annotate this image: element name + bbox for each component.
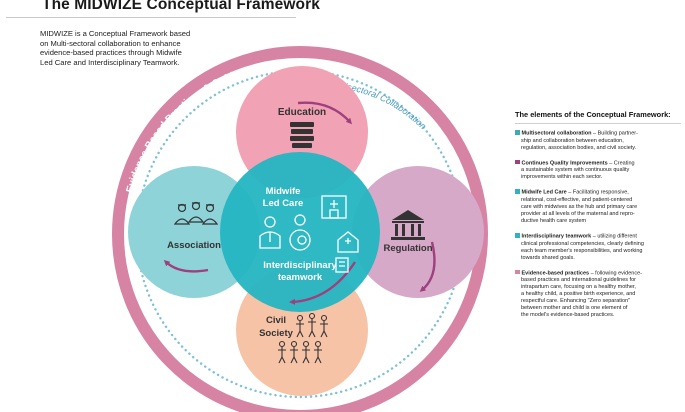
element-text: intrapartum care, focusing on a healthy …: [521, 284, 636, 291]
element-text: – Building partner-: [591, 130, 638, 137]
element-head: Multisectoral collaboration: [521, 130, 592, 137]
nurse-group-icon: [173, 201, 219, 225]
element-text: regulation, association bodies, and civi…: [521, 144, 637, 151]
bullet-square-icon: [515, 269, 520, 275]
element-item-quality: Continues Quality Improvements – Creatin…: [515, 159, 683, 182]
sidebar-title: The elements of the Conceptual Framework…: [515, 110, 671, 119]
family-icon: [278, 312, 328, 364]
element-text: – following evidence-: [589, 270, 642, 277]
arrow-top: [297, 101, 353, 125]
arrow-left: [163, 259, 209, 273]
element-text: based practices and international guidel…: [521, 277, 636, 284]
element-text: improvements within each sector.: [521, 174, 603, 181]
doctor-icon: [259, 216, 281, 249]
bullet-square-icon: [515, 233, 520, 238]
element-text: ship and collaboration between education…: [521, 137, 624, 144]
pillar-building-icon: [391, 210, 425, 240]
intro-line: evidence-based practices through Midwife: [40, 48, 182, 58]
sidebar-divider: [515, 123, 681, 124]
element-text: – Creating: [607, 160, 635, 167]
element-item-evidence: Evidence-based practices – following evi…: [515, 269, 683, 320]
element-text: respectful care. Enhancing "Zero separat…: [521, 298, 631, 305]
element-head: Continues Quality Improvements: [521, 160, 608, 167]
arrow-right: [419, 241, 436, 292]
element-head: Midwife Led Care: [521, 189, 567, 196]
center-circle: [220, 152, 380, 312]
framework-diagram: Evidence-Based Practises & Guidelines Mu…: [112, 46, 488, 412]
association-label: Association: [167, 240, 221, 251]
teamwork-label-1: Interdisciplinary: [263, 260, 337, 271]
civil-society-label-2: Society: [259, 328, 294, 339]
intro-line: Led Care and Interdisciplinary Teamwork.: [40, 57, 180, 67]
element-text: a healthy child, a positive birth experi…: [521, 291, 636, 298]
element-text: ductive health care system: [521, 217, 587, 224]
education-label: Education: [278, 107, 326, 118]
hospital-icon: [321, 195, 347, 219]
bullet-square-icon: [515, 189, 520, 194]
intro-text: MIDWIZE is a Conceptual Framework based …: [40, 29, 245, 67]
elements-sidebar: The elements of the Conceptual Framework…: [515, 110, 683, 328]
intro-line: MIDWIZE is a Conceptual Framework based: [40, 29, 191, 38]
midwife-label-2: Led Care: [263, 198, 304, 209]
element-text: – Facilitating responsive,: [566, 189, 629, 196]
element-item-multisectoral: Multisectoral collaboration – Building p…: [515, 130, 683, 152]
page-title: The MIDWIZE Conceptual Framework: [42, 0, 320, 13]
midwife-label-1: Midwife: [266, 186, 301, 197]
bullet-square-icon: [515, 130, 520, 135]
element-text: relational, cost-effective, and patient-…: [521, 196, 633, 203]
element-text: provider at all levels of the maternal a…: [521, 210, 635, 217]
document-icon: [335, 257, 349, 273]
pregnant-woman-icon: [289, 214, 311, 251]
association-circle: [128, 166, 260, 298]
clinic-icon: [337, 231, 359, 253]
element-text: a sustainable system with continuous qua…: [521, 167, 630, 174]
element-head: Evidence-based practices: [521, 270, 590, 277]
element-text: the model's evidence-based practices.: [521, 312, 615, 319]
teamwork-label-2: teamwork: [278, 272, 323, 283]
element-text: between mother and child is one element …: [521, 305, 628, 312]
element-text: each team member's responsibilities, and…: [521, 247, 643, 254]
element-item-midwife: Midwife Led Care – Facilitating responsi…: [515, 189, 683, 225]
book-stack-icon: [290, 122, 314, 148]
arrow-center: [289, 261, 357, 305]
regulation-label: Regulation: [383, 243, 432, 254]
bullet-square-icon: [515, 159, 520, 165]
title-divider: [6, 17, 296, 18]
civil-society-label-1: Civil: [266, 315, 286, 326]
element-text: towards shared goals.: [521, 254, 575, 261]
element-item-teamwork: Interdisciplinary teamwork – utilizing d…: [515, 233, 683, 262]
intro-line: on Multi-sectoral collaboration to enhan…: [40, 38, 181, 48]
element-text: care with midwives as the hub and primar…: [521, 203, 638, 210]
element-text: clinical professional competencies, clea…: [521, 240, 644, 247]
element-head: Interdisciplinary teamwork: [521, 233, 592, 240]
element-text: – utilizing different: [591, 233, 637, 240]
